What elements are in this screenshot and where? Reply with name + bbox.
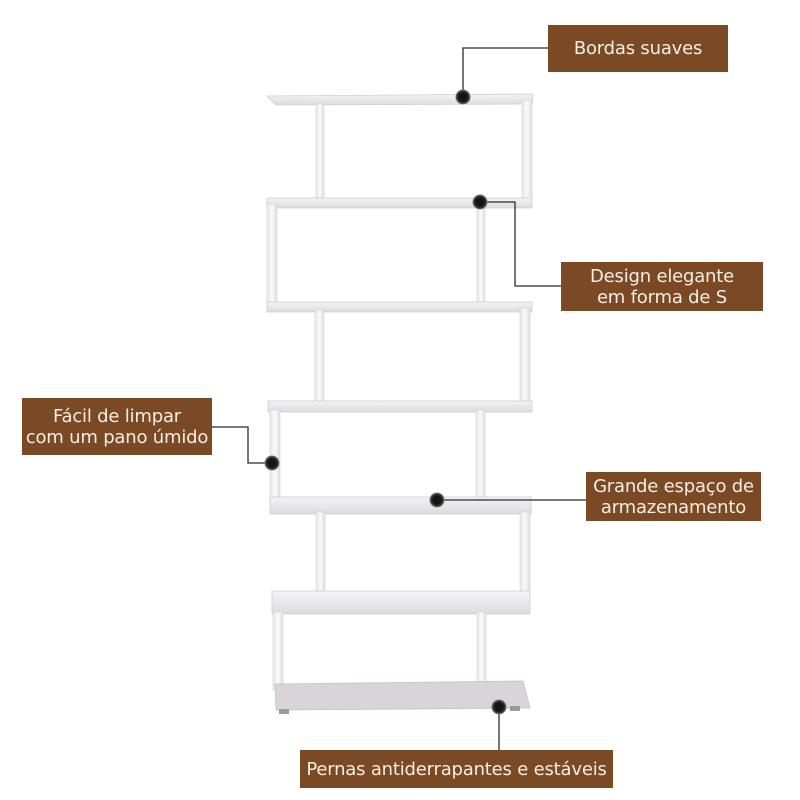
callout-text-line: Pernas antiderrapantes e estáveis	[306, 758, 607, 780]
callout-grande-espaco: Grande espaço de armazenamento	[586, 472, 761, 521]
callout-text-line: com um pano úmido	[25, 426, 209, 448]
callout-facil-de-limpar: Fácil de limpar com um pano úmido	[22, 398, 212, 455]
leader-design	[480, 201, 561, 287]
leader-bordas	[462, 47, 548, 97]
marker-dots	[264, 89, 507, 715]
marker-dot-design	[472, 194, 488, 210]
shelf-level-5	[269, 496, 532, 595]
callout-text-line: armazenamento	[600, 496, 747, 518]
shelf-level-4	[267, 400, 533, 507]
shelf-base	[274, 680, 531, 714]
callout-pernas-antiderrapantes: Pernas antiderrapantes e estáveis	[300, 750, 613, 788]
marker-dot-facil	[264, 455, 280, 471]
shelf-level-6	[271, 590, 531, 691]
callout-text-line: Fácil de limpar	[53, 405, 181, 427]
callout-text-line: Design elegante	[589, 265, 734, 287]
shelf-level-2	[266, 197, 533, 305]
marker-dot-bordas	[455, 89, 471, 105]
shelf-level-1	[266, 93, 534, 201]
callout-bordas-suaves: Bordas suaves	[548, 25, 728, 72]
marker-dot-grande	[429, 492, 445, 508]
marker-dot-pernas	[491, 699, 507, 715]
callout-text-line: Grande espaço de	[593, 475, 754, 497]
shelf-level-3	[266, 301, 533, 407]
callout-text-line: em forma de S	[596, 286, 728, 308]
callout-design-elegante: Design elegante em forma de S	[561, 262, 763, 311]
leader-facil	[212, 426, 272, 464]
callout-text-line: Bordas suaves	[573, 38, 703, 59]
